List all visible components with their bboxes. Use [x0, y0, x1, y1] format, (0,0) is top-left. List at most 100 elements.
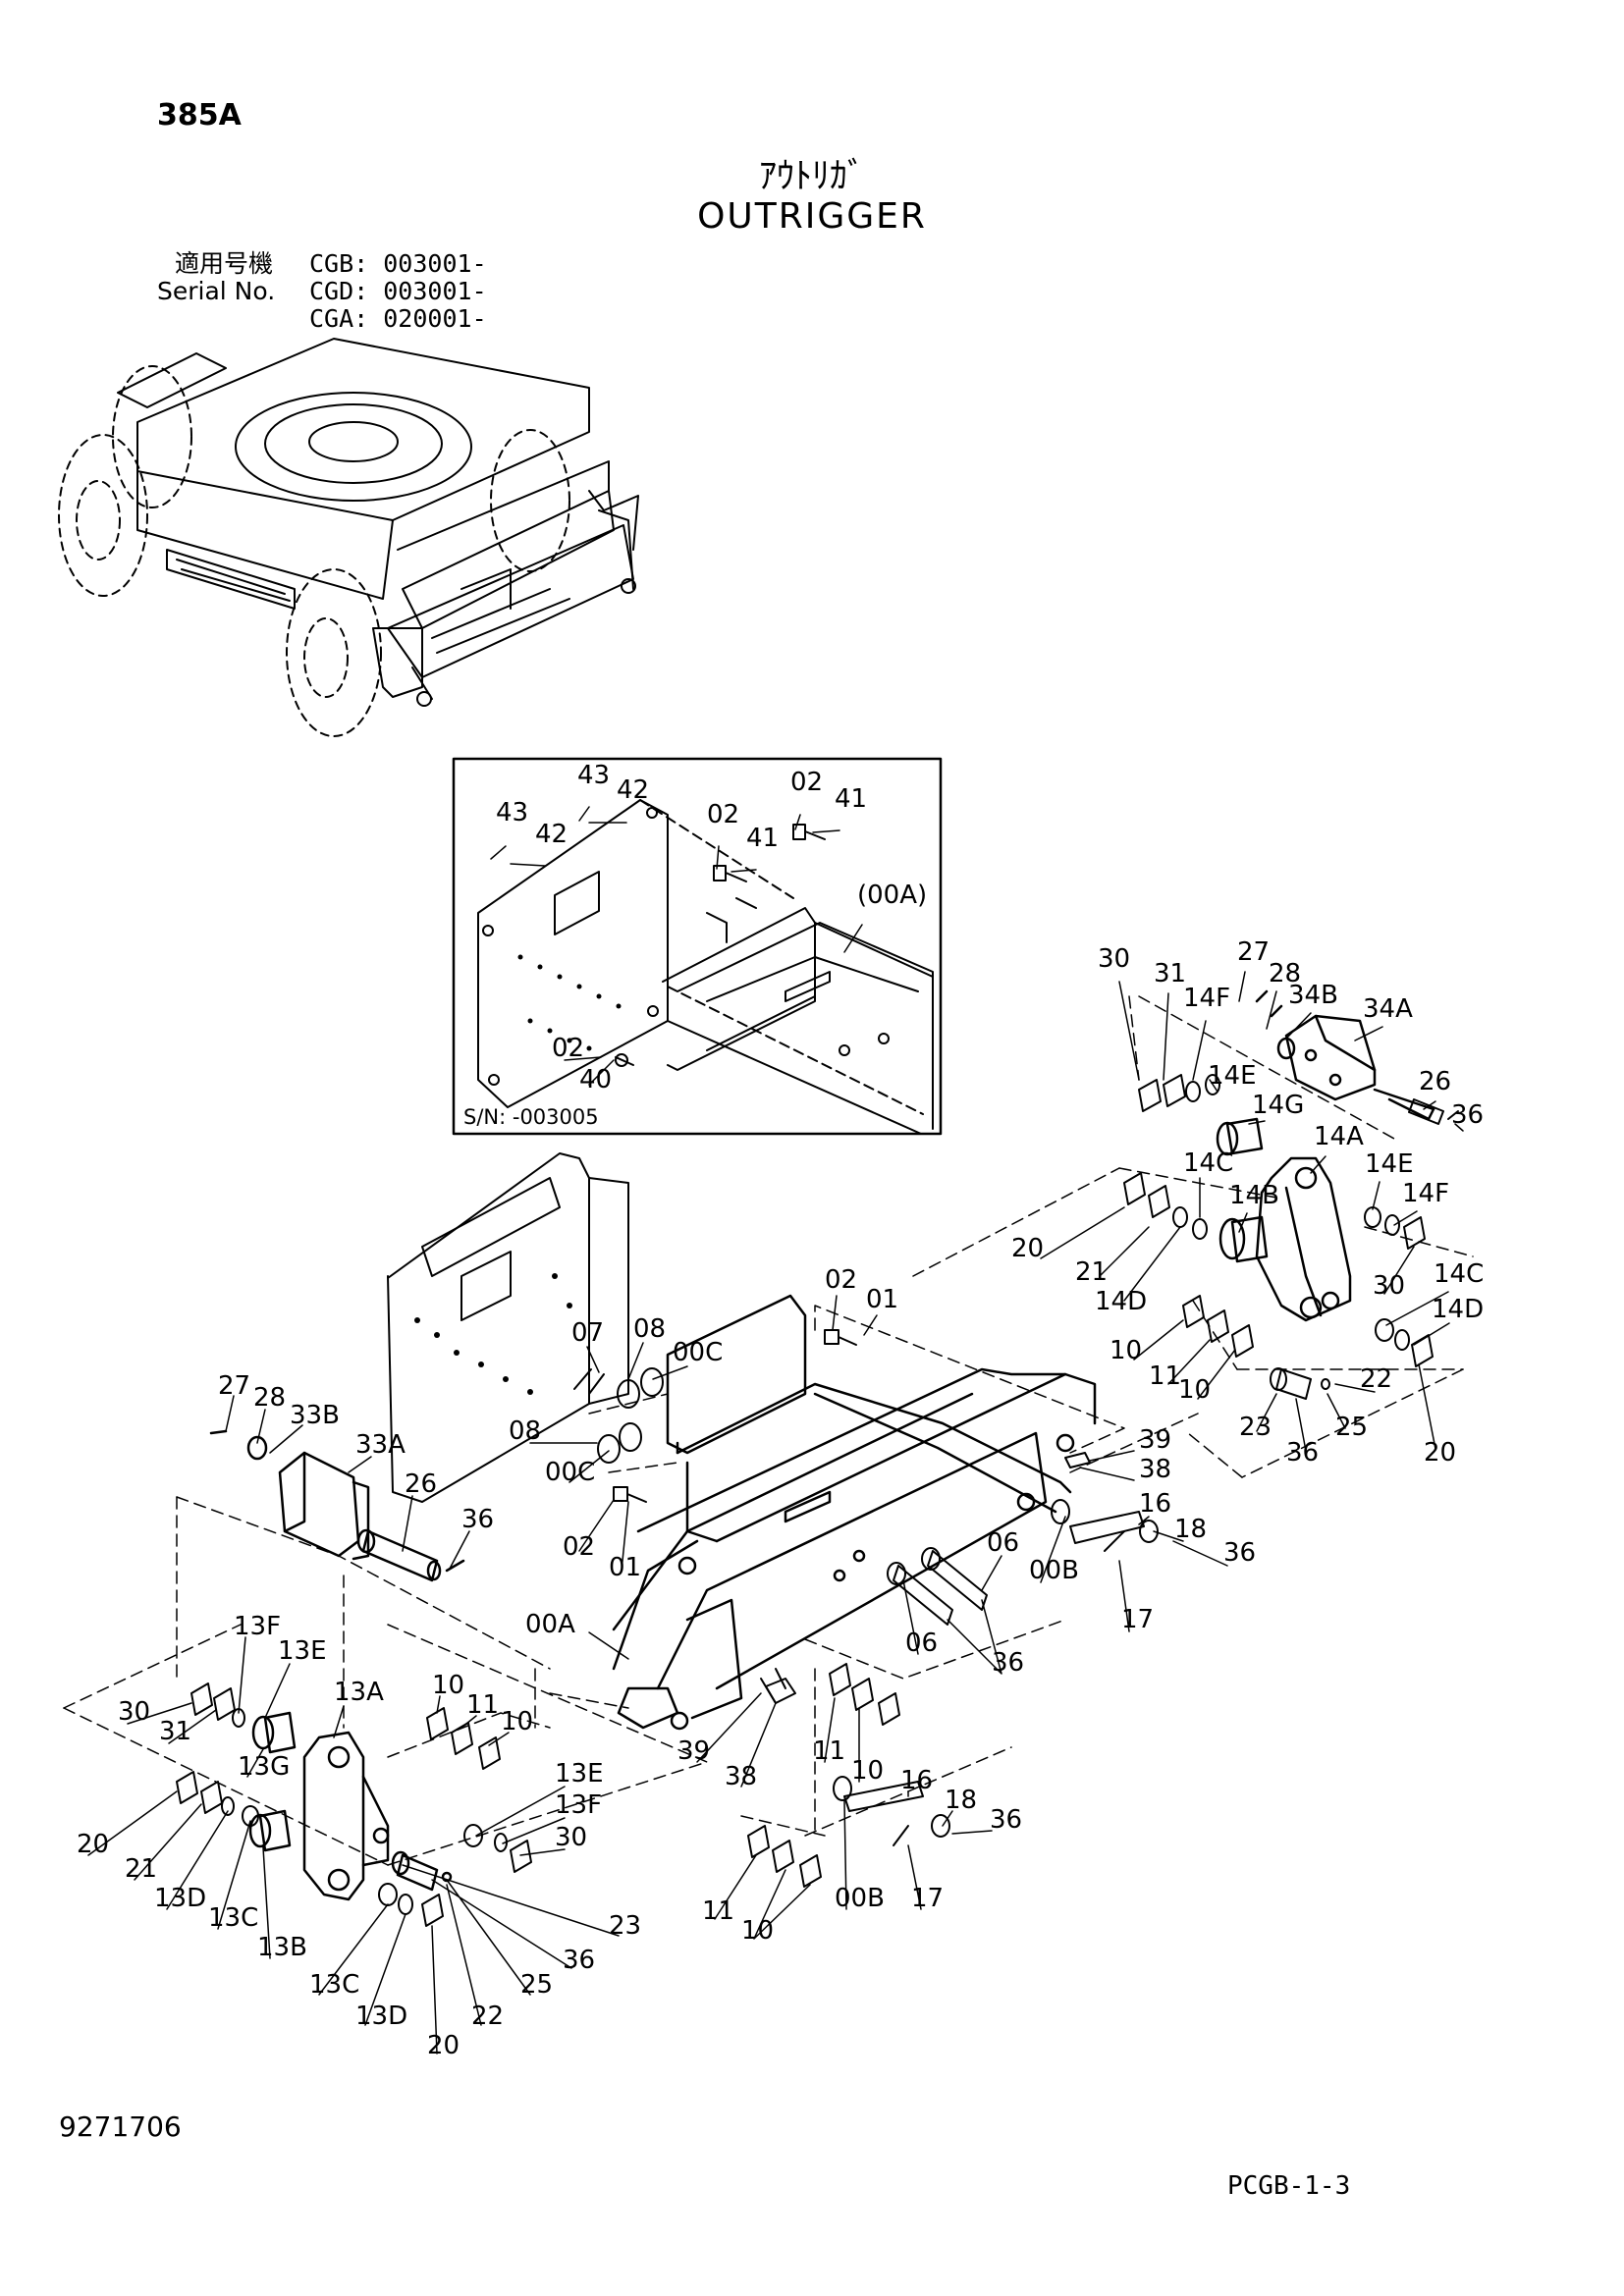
part-callout-left-2: 33B: [290, 1401, 340, 1430]
part-callout-inset-2: 43: [496, 798, 528, 828]
part-callout-left-28: 22: [471, 2002, 504, 2031]
part-callout-inset-4: 02: [790, 768, 823, 797]
part-callout-center-8: 01: [609, 1553, 641, 1582]
part-callout-upper_right-7: 14E: [1208, 1061, 1257, 1091]
part-callout-left-29: 20: [427, 2031, 460, 2060]
title-japanese: ｱｳﾄﾘｶﾞ: [759, 156, 865, 196]
washers-upper-right: [1123, 1074, 1459, 1400]
part-callout-center-0: 02: [825, 1265, 857, 1295]
part-callout-center-26: 36: [990, 1805, 1022, 1835]
part-callout-upper_right-15: 14B: [1229, 1181, 1279, 1210]
part-callout-center-27: 00B: [835, 1884, 885, 1913]
part-callout-inset-8: (00A): [857, 881, 927, 910]
page-reference: PCGB-1-3: [1227, 2171, 1351, 2201]
seal-rings: [573, 1329, 857, 1503]
part-callout-center-22: 11: [813, 1736, 845, 1766]
part-callout-center-4: 00C: [673, 1338, 723, 1367]
part-callout-upper_right-25: 22: [1360, 1364, 1392, 1394]
part-callout-left-25: 25: [520, 1970, 553, 2000]
part-callout-upper_right-27: 25: [1335, 1413, 1368, 1442]
bracket-33a: [209, 1429, 465, 1582]
part-callout-upper_right-21: 14D: [1432, 1295, 1484, 1324]
part-callout-upper_right-29: 20: [1424, 1438, 1456, 1468]
part-callout-center-17: 00A: [525, 1610, 575, 1639]
part-callout-upper_right-16: 20: [1011, 1234, 1044, 1263]
part-callout-center-29: 11: [702, 1896, 734, 1926]
part-callout-center-19: 36: [992, 1648, 1024, 1678]
part-callout-center-24: 16: [900, 1766, 933, 1795]
part-callout-left-21: 13C: [208, 1903, 258, 1933]
document-number: 9271706: [59, 2110, 182, 2143]
part-callout-left-14: 13G: [238, 1752, 290, 1782]
part-callout-upper_right-28: 36: [1286, 1438, 1319, 1468]
part-callout-left-13: 31: [159, 1717, 191, 1746]
part-callout-center-5: 08: [509, 1416, 541, 1446]
part-callout-left-23: 23: [609, 1911, 641, 1941]
part-callout-center-6: 00C: [545, 1458, 595, 1487]
part-callout-left-27: 13D: [355, 2002, 407, 2031]
part-callout-left-3: 33A: [355, 1430, 406, 1460]
part-callout-inset-10: 40: [579, 1065, 612, 1095]
part-callout-left-19: 21: [125, 1854, 157, 1884]
part-callout-upper_right-1: 31: [1154, 959, 1186, 988]
part-callout-left-10: 11: [466, 1690, 499, 1720]
part-callout-upper_right-0: 30: [1098, 944, 1130, 974]
pin-06: [887, 1547, 988, 1626]
inset-frame: [452, 757, 943, 1136]
part-callout-center-18: 06: [905, 1629, 938, 1658]
serial-entry-cgd: CGD: 003001-: [309, 277, 487, 305]
part-callout-inset-9: 02: [552, 1034, 584, 1063]
part-callout-center-9: 39: [1139, 1425, 1171, 1455]
part-callout-center-3: 08: [633, 1314, 666, 1344]
part-callout-inset-7: 41: [746, 824, 779, 853]
part-callout-center-16: 17: [1121, 1605, 1154, 1634]
part-callout-upper_right-3: 28: [1269, 959, 1301, 988]
part-callout-inset-3: 42: [535, 820, 568, 849]
part-callout-left-17: 30: [555, 1823, 587, 1852]
part-callout-upper_right-11: 14A: [1314, 1122, 1364, 1151]
part-callout-center-1: 01: [866, 1285, 898, 1314]
title-english: OUTRIGGER: [697, 196, 927, 237]
part-callout-left-24: 36: [563, 1946, 595, 1975]
part-callout-inset-1: 42: [617, 775, 649, 805]
part-callout-upper_right-18: 14D: [1095, 1287, 1147, 1316]
part-callout-upper_right-17: 21: [1075, 1257, 1108, 1287]
part-callout-center-2: 07: [571, 1318, 604, 1348]
part-callout-center-23: 10: [851, 1756, 884, 1786]
outrigger-beam: [612, 1294, 1097, 1731]
serial-entry-cgb: CGB: 003001-: [309, 249, 487, 278]
part-callout-upper_right-19: 30: [1373, 1271, 1405, 1301]
part-callout-upper_right-10: 36: [1451, 1100, 1484, 1130]
part-callout-left-16: 13F: [555, 1790, 602, 1820]
part-callout-center-11: 16: [1139, 1489, 1171, 1519]
part-callout-left-8: 13A: [334, 1678, 384, 1707]
part-callout-left-5: 36: [461, 1505, 494, 1534]
part-callout-center-28: 17: [911, 1884, 944, 1913]
part-callout-upper_right-12: 14C: [1183, 1148, 1233, 1178]
part-callout-upper_right-20: 14C: [1434, 1259, 1484, 1289]
part-callout-inset-5: 41: [835, 784, 867, 814]
page-code: 385A: [157, 98, 242, 133]
part-callout-center-25: 18: [945, 1786, 977, 1815]
part-callout-upper_right-13: 14E: [1365, 1149, 1414, 1179]
arm-14a: [1216, 1117, 1352, 1322]
part-callout-left-7: 13E: [278, 1636, 327, 1666]
part-callout-upper_right-23: 11: [1149, 1362, 1181, 1391]
part-callout-inset-6: 02: [707, 800, 739, 829]
part-callout-upper_right-22: 10: [1110, 1336, 1142, 1365]
serial-entry-cga: CGA: 020001-: [309, 304, 487, 333]
part-callout-upper_right-24: 10: [1178, 1375, 1211, 1405]
part-callout-upper_right-4: 14F: [1183, 984, 1230, 1013]
part-callout-upper_right-14: 14F: [1402, 1179, 1449, 1208]
part-callout-left-12: 30: [118, 1697, 150, 1727]
part-callout-center-15: 00B: [1029, 1556, 1079, 1585]
part-callout-left-18: 20: [77, 1830, 109, 1859]
arm-13a: [248, 1711, 453, 1901]
part-callout-left-11: 10: [501, 1707, 533, 1736]
part-callout-upper_right-2: 27: [1237, 937, 1270, 967]
part-callout-inset-0: 43: [577, 761, 610, 790]
inset-serial-note: S/N: -003005: [463, 1105, 599, 1129]
part-callout-upper_right-6: 34A: [1363, 994, 1413, 1024]
part-callout-left-4: 26: [405, 1469, 437, 1499]
